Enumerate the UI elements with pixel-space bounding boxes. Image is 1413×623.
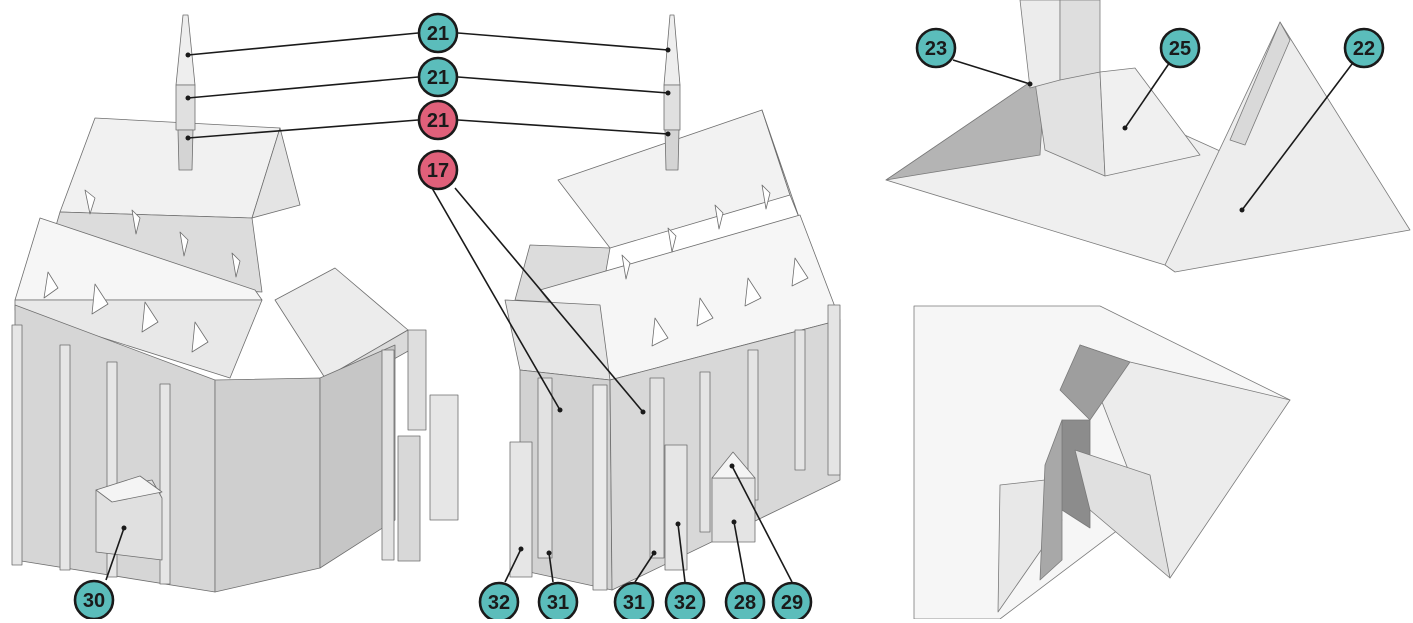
callout-21: 21 [417, 56, 459, 98]
callout-label: 29 [781, 592, 803, 614]
callout-label: 32 [674, 592, 696, 614]
callout-label: 31 [623, 592, 645, 614]
callout-circle [417, 56, 459, 98]
leader-lines [105, 32, 1353, 583]
callout-23: 23 [915, 27, 957, 69]
callout-label: 22 [1353, 38, 1375, 60]
callout-label: 21 [427, 67, 449, 89]
callout-label: 25 [1169, 38, 1191, 60]
leader-dots [121, 47, 1245, 556]
callout-29: 29 [771, 581, 813, 623]
callout-17: 17 [417, 149, 459, 191]
callout-circle [417, 149, 459, 191]
callout-32: 32 [664, 581, 706, 623]
callout-badges: 21 21 21 17 23 25 22 30 32 31 31 32 28 29 [73, 12, 1385, 623]
callout-circle [915, 27, 957, 69]
callout-25: 25 [1159, 27, 1201, 69]
callout-circle [417, 12, 459, 54]
callout-28: 28 [724, 581, 766, 623]
callout-21: 21 [417, 12, 459, 54]
callout-circle [1159, 27, 1201, 69]
callout-31: 31 [537, 581, 579, 623]
callout-label: 30 [83, 590, 105, 612]
callout-30: 30 [73, 579, 115, 621]
callout-31: 31 [613, 581, 655, 623]
callout-label: 21 [427, 23, 449, 45]
callout-label: 17 [427, 160, 449, 182]
right-church-model [504, 14, 841, 591]
top-right-detail-view [885, 0, 1411, 273]
callout-circle [417, 99, 459, 141]
left-church-model [11, 14, 459, 593]
callout-label: 31 [547, 592, 569, 614]
bottom-right-detail-view [913, 305, 1291, 620]
callout-21: 21 [417, 99, 459, 141]
callout-32: 32 [478, 581, 520, 623]
callout-circle [1343, 27, 1385, 69]
callout-label: 21 [427, 110, 449, 132]
callout-label: 32 [488, 592, 510, 614]
callout-label: 28 [734, 592, 756, 614]
callout-22: 22 [1343, 27, 1385, 69]
callout-label: 23 [925, 38, 947, 60]
